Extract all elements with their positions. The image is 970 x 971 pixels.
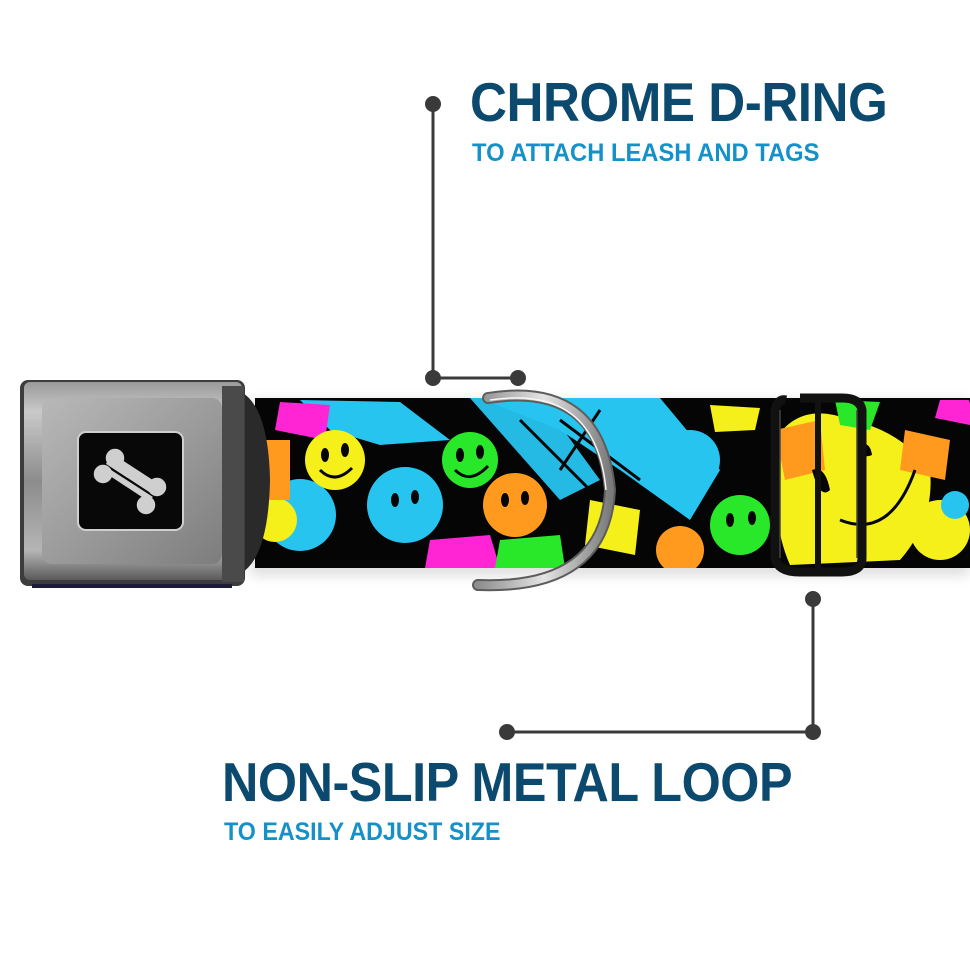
- bone-icon: [92, 447, 168, 516]
- callout-d-ring-subtitle: TO ATTACH LEASH AND TAGS: [472, 139, 820, 167]
- callout-metal-loop-title: NON-SLIP METAL LOOP: [222, 751, 793, 813]
- callout-d-ring-title: CHROME D-RING: [470, 71, 888, 133]
- seatbelt-buckle: [20, 380, 245, 588]
- callout-metal-loop-subtitle: TO EASILY ADJUST SIZE: [224, 818, 501, 846]
- non-slip-metal-loop: [770, 393, 867, 577]
- callout-d-ring-connector: [425, 96, 526, 386]
- chrome-d-ring: [472, 389, 617, 592]
- callout-metal-loop-connector: [499, 591, 821, 740]
